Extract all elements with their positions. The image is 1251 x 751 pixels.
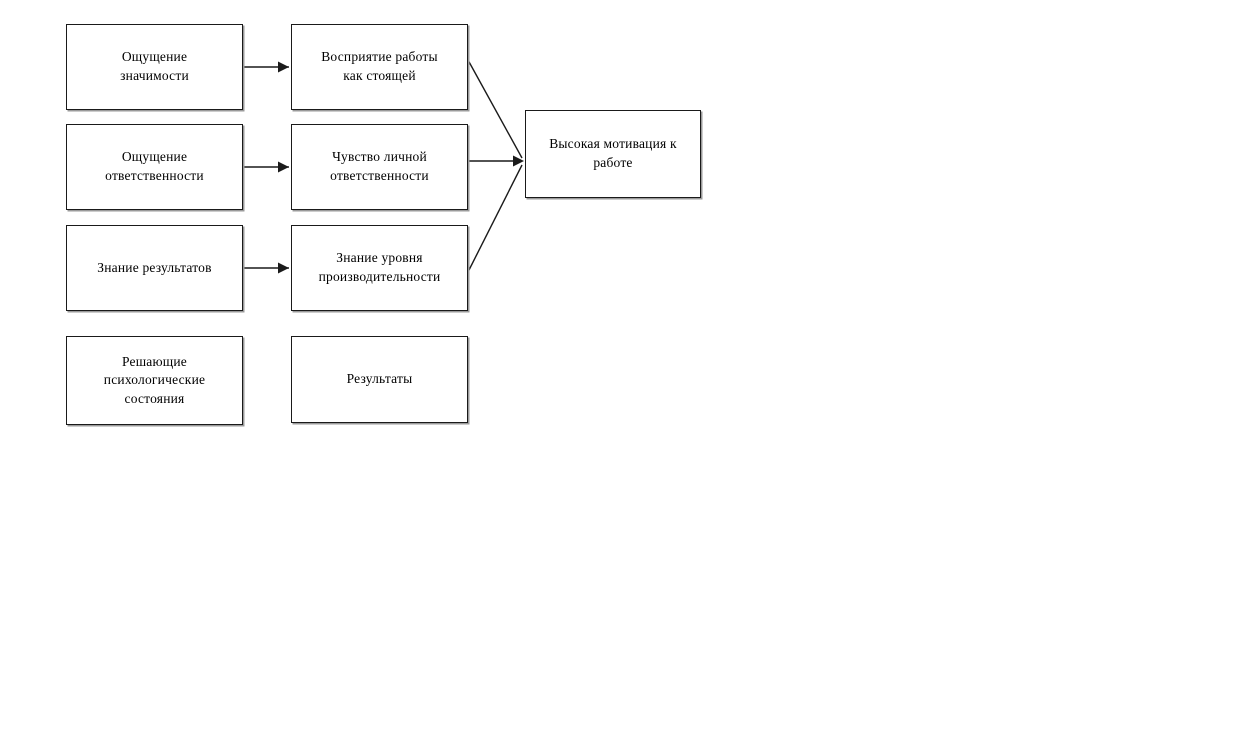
edge-e6 bbox=[467, 164, 523, 273]
arrowhead-a3 bbox=[278, 262, 289, 274]
node-n9[interactable]: Высокая мотивация к работе bbox=[525, 110, 701, 198]
node-n1[interactable]: Ощущение значимости bbox=[66, 24, 243, 110]
arrowhead-a1 bbox=[278, 61, 289, 73]
node-n3[interactable]: Ощущение ответственности bbox=[66, 124, 243, 210]
arrowhead-a4 bbox=[513, 155, 524, 167]
node-label: Решающие психологические состояния bbox=[103, 353, 206, 406]
node-n2[interactable]: Восприятие работы как стоящей bbox=[291, 24, 468, 110]
node-label: Знание уровня производительности bbox=[318, 250, 441, 284]
node-label: Ощущение ответственности bbox=[105, 149, 204, 183]
node-label: Результаты bbox=[346, 371, 413, 387]
node-n6[interactable]: Знание уровня производительности bbox=[291, 225, 468, 311]
node-label: Знание результатов bbox=[97, 259, 212, 275]
node-n5[interactable]: Знание результатов bbox=[66, 225, 243, 311]
node-n7[interactable]: Решающие психологические состояния bbox=[66, 336, 243, 425]
node-label: Ощущение значимости bbox=[120, 49, 189, 83]
edge-e4 bbox=[467, 59, 523, 159]
arrowhead-a2 bbox=[278, 161, 289, 173]
node-n8[interactable]: Результаты bbox=[291, 336, 468, 423]
node-label: Высокая мотивация к работе bbox=[549, 136, 677, 170]
node-n4[interactable]: Чувство личной ответственности bbox=[291, 124, 468, 210]
node-label: Восприятие работы как стоящей bbox=[321, 49, 438, 83]
node-label: Чувство личной ответственности bbox=[330, 149, 429, 183]
